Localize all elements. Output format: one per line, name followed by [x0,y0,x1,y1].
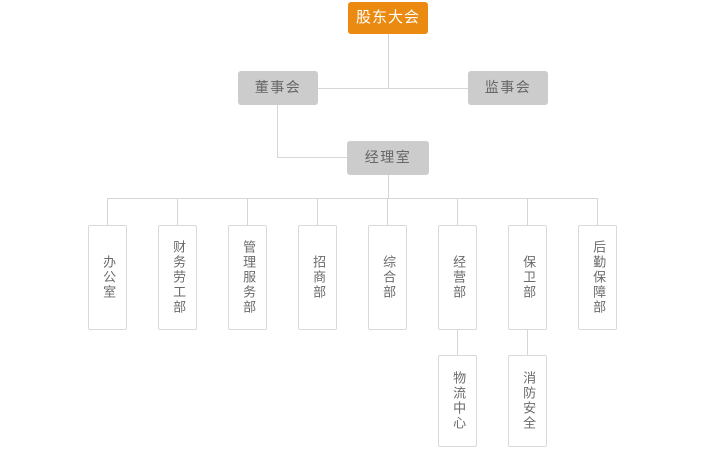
node-subunit-fire-safety[interactable]: 消防安全 [508,355,547,447]
node-department-general-affairs-label: 综合部 [380,255,396,300]
node-department-office-label: 办公室 [100,255,116,300]
node-shareholders-meeting[interactable]: 股东大会 [348,2,428,34]
node-department-security[interactable]: 保卫部 [508,225,547,330]
node-department-logistics-support[interactable]: 后勤保障部 [578,225,617,330]
connector-departments-horizontal [107,198,597,199]
node-board-of-directors-label: 董事会 [254,79,302,96]
node-department-logistics-support-label: 后勤保障部 [590,240,606,315]
connector-drop-department-6 [457,198,458,225]
connector-manager-to-departments-stem [388,175,389,198]
node-department-investment-label: 招商部 [310,255,326,300]
node-department-finance-labor-label: 财务劳工部 [170,240,186,315]
node-department-general-affairs[interactable]: 综合部 [368,225,407,330]
node-subunit-logistics-center[interactable]: 物流中心 [438,355,477,447]
node-board-of-supervisors[interactable]: 监事会 [468,71,548,105]
node-department-office[interactable]: 办公室 [88,225,127,330]
node-department-management-service-label: 管理服务部 [240,240,256,315]
connector-drop-department-4 [317,198,318,225]
node-subunit-fire-safety-label: 消防安全 [520,371,536,431]
node-board-of-supervisors-label: 监事会 [484,79,532,96]
node-manager-office[interactable]: 经理室 [347,141,429,175]
connector-drop-department-3 [247,198,248,225]
node-department-investment[interactable]: 招商部 [298,225,337,330]
node-department-operations-label: 经营部 [450,255,466,300]
connector-drop-department-7 [527,198,528,225]
node-department-management-service[interactable]: 管理服务部 [228,225,267,330]
connector-directors-to-manager-vertical [277,105,278,158]
connector-drop-department-8 [597,198,598,225]
connector-drop-department-1 [107,198,108,225]
connector-directors-to-manager-horizontal [277,157,347,158]
connector-operations-to-logistics-center [457,330,458,355]
connector-drop-department-5 [387,198,388,225]
node-manager-office-label: 经理室 [364,149,412,166]
connector-drop-department-2 [177,198,178,225]
node-department-finance-labor[interactable]: 财务劳工部 [158,225,197,330]
connector-level1-to-level2-stem [388,34,389,88]
node-board-of-directors[interactable]: 董事会 [238,71,318,105]
node-department-operations[interactable]: 经营部 [438,225,477,330]
node-department-security-label: 保卫部 [520,255,536,300]
connector-level2-horizontal [318,88,468,89]
node-subunit-logistics-center-label: 物流中心 [450,371,466,431]
connector-security-to-fire-safety [527,330,528,355]
node-shareholders-meeting-label: 股东大会 [355,8,420,27]
